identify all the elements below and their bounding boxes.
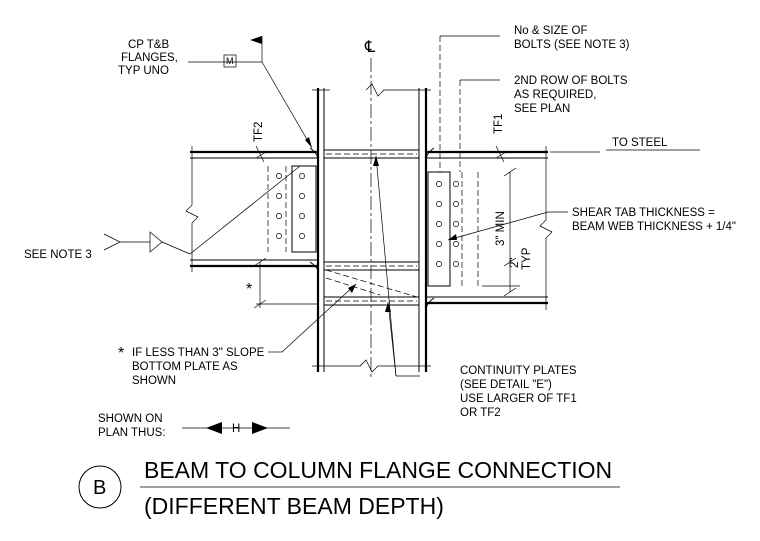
detail-letter: B: [93, 477, 106, 499]
row2-note-line1: 2ND ROW OF BOLTS: [514, 75, 628, 87]
bolts-note-line1: No & SIZE OF: [514, 25, 588, 37]
typ-dim-value: 2": [509, 258, 521, 268]
bolt: [436, 221, 442, 227]
weld-symbol-box: [223, 54, 237, 68]
continuity-plates: [323, 149, 420, 306]
shown-on-line2: PLAN THUS:: [98, 427, 166, 439]
bolt: [436, 261, 442, 267]
bolt: [299, 213, 305, 219]
slope-note-line3: SHOWN: [132, 375, 176, 387]
bolt: [299, 193, 305, 199]
tf1-label: TF1: [493, 114, 505, 134]
bolt: [299, 233, 305, 239]
left-bolt-group: [276, 173, 305, 239]
bolt: [436, 241, 442, 247]
cont-note-line4: OR TF2: [460, 407, 501, 419]
shear-note-line2: BEAM WEB THICKNESS + 1/4": [572, 221, 736, 233]
to-steel-label: TO STEEL: [612, 137, 668, 149]
min-dim-label: 3" MIN: [495, 211, 507, 246]
bolt: [453, 201, 459, 207]
see-note3-label: SEE NOTE 3: [24, 249, 92, 261]
centerline-mark: ℄: [364, 39, 376, 56]
slope-asterisk: *: [118, 345, 124, 362]
row2-note-line2: AS REQUIRED,: [514, 89, 596, 101]
bolts-note-line2: BOLTS (SEE NOTE 3): [514, 39, 630, 51]
plan-symbol: H: [182, 422, 290, 435]
cont-note-line1: CONTINUITY PLATES: [460, 365, 577, 377]
title-block: B BEAM TO COLUMN FLANGE CONNECTION (DIFF…: [78, 457, 620, 519]
bolt: [436, 201, 442, 207]
bolt: [299, 173, 305, 179]
typ-dim-label: TYP: [521, 247, 533, 270]
notes: CP T&B FLANGES, TYP UNO No & SIZE OF BOL…: [24, 25, 736, 439]
asterisk-mark: *: [246, 281, 252, 298]
row2-note-line3: SEE PLAN: [514, 103, 570, 115]
bolt: [276, 173, 282, 179]
column: [312, 83, 431, 373]
weld-symbol-letter: M: [226, 56, 234, 66]
bolt: [453, 221, 459, 227]
bolt: [276, 193, 282, 199]
detail-title-line2: (DIFFERENT BEAM DEPTH): [144, 493, 444, 519]
column-centerline: ℄: [364, 39, 376, 378]
slope-note-line2: BOTTOM PLATE AS: [132, 361, 238, 373]
bolt: [436, 181, 442, 187]
detail-title-line1: BEAM TO COLUMN FLANGE CONNECTION: [144, 457, 612, 483]
cp-note-line2: FLANGES,: [121, 52, 178, 64]
left-beam: [185, 146, 319, 272]
slope-note-line1: IF LESS THAN 3" SLOPE: [132, 347, 265, 359]
cont-note-line2: (SEE DETAIL "E"): [460, 379, 552, 391]
detail-badge: [78, 465, 122, 509]
bolt: [276, 233, 282, 239]
right-beam: [425, 146, 553, 310]
cp-note-line3: TYP UNO: [118, 65, 169, 77]
plan-symbol-letter: H: [232, 423, 240, 435]
leaders: M: [103, 35, 568, 377]
bolt: [276, 213, 282, 219]
shown-on-line1: SHOWN ON: [98, 413, 163, 425]
bolt: [453, 241, 459, 247]
cp-note-line1: CP T&B: [128, 39, 169, 51]
right-bolt-group: [436, 181, 459, 267]
tf2-label: TF2: [253, 122, 265, 142]
dimensions: TF2 TF1 TO STEEL 3" MIN 2" TYP: [253, 114, 700, 309]
cont-note-line3: USE LARGER OF TF1: [460, 393, 577, 405]
bolt: [453, 181, 459, 187]
bolt: [453, 261, 459, 267]
shear-note-line1: SHEAR TAB THICKNESS =: [572, 207, 715, 219]
